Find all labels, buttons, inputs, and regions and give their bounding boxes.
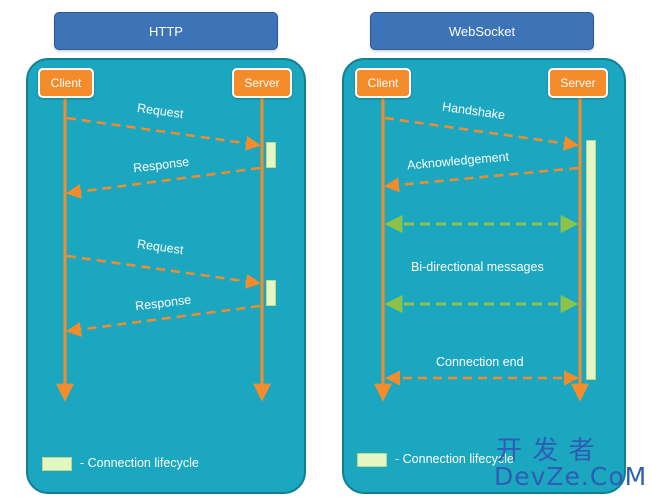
http-request-arrow-1 — [66, 116, 261, 151]
http-response-arrow-1 — [66, 166, 261, 199]
http-client-node: Client — [38, 68, 94, 98]
http-title: HTTP — [54, 12, 278, 50]
http-response-arrow-2 — [66, 304, 261, 337]
http-lifecycle-bar-2 — [266, 280, 276, 306]
http-legend-text: - Connection lifecycle — [80, 456, 199, 470]
http-legend-swatch — [42, 457, 72, 471]
ws-connection-end-label: Connection end — [436, 355, 524, 369]
websocket-lifecycle-bar — [586, 140, 596, 380]
http-server-node: Server — [232, 68, 292, 98]
watermark-cn: 开 发 者 — [496, 436, 596, 466]
ws-legend-swatch — [357, 453, 387, 467]
ws-server-node: Server — [548, 68, 608, 98]
ws-legend-text: - Connection lifecycle — [395, 452, 514, 466]
ws-client-node: Client — [355, 68, 411, 98]
ws-bidirectional-label: Bi-directional messages — [411, 260, 544, 274]
http-request-arrow-2 — [66, 254, 261, 289]
ws-handshake-arrow — [384, 116, 579, 151]
ws-ack-arrow — [384, 166, 579, 193]
http-lifecycle-bar-1 — [266, 142, 276, 168]
watermark-en: DevZe.CoM — [494, 462, 648, 491]
websocket-title: WebSocket — [370, 12, 594, 50]
